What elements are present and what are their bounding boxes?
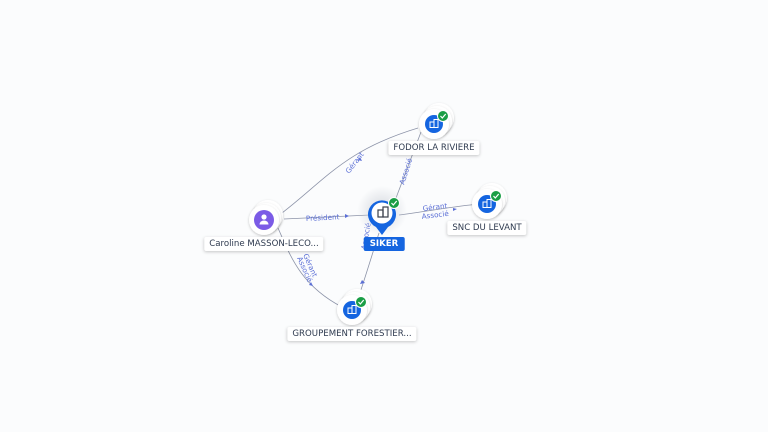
building-icon <box>377 206 389 218</box>
company-node-snc-du-levant[interactable] <box>472 183 507 219</box>
building-icon <box>347 305 357 314</box>
verified-check-icon <box>355 296 367 308</box>
focus-node-siker[interactable] <box>357 186 407 236</box>
arrow-marker <box>358 157 362 161</box>
company-node-fodor[interactable] <box>419 103 454 139</box>
company-node-groupement-forestier[interactable] <box>337 289 372 325</box>
edge-label-gerant: Gérant <box>422 201 448 213</box>
arrow-marker <box>309 282 313 286</box>
building-icon <box>482 199 492 208</box>
edge-person-focus[interactable]: Président <box>283 212 371 223</box>
edge-label-gerant: Gérant <box>343 150 365 175</box>
edge-label-associe: Associé <box>397 156 414 185</box>
verified-check-icon <box>437 110 449 122</box>
arrow-marker <box>453 208 457 211</box>
person-icon <box>259 214 269 225</box>
building-icon <box>429 119 439 128</box>
node-label-person[interactable]: Caroline MASSON-LECO... <box>204 237 324 251</box>
verified-check-icon <box>490 190 502 202</box>
arrow-marker <box>360 280 365 284</box>
person-avatar <box>254 210 274 230</box>
verified-check-icon <box>388 197 400 209</box>
node-label-groupement[interactable]: GROUPEMENT FORESTIER... <box>287 327 417 341</box>
edge-label-associe: Associé <box>421 209 450 221</box>
pin-inner <box>371 202 393 224</box>
edge-label-president: Président <box>306 212 340 223</box>
node-label-fodor[interactable]: FODOR LA RIVIERE <box>388 141 480 155</box>
edge-focus-snc[interactable]: Gérant Associé <box>398 201 481 221</box>
node-label-siker[interactable]: SIKER <box>363 237 405 251</box>
person-node[interactable] <box>249 200 283 235</box>
arrow-marker <box>345 214 349 218</box>
node-label-snc[interactable]: SNC DU LEVANT <box>447 221 527 235</box>
